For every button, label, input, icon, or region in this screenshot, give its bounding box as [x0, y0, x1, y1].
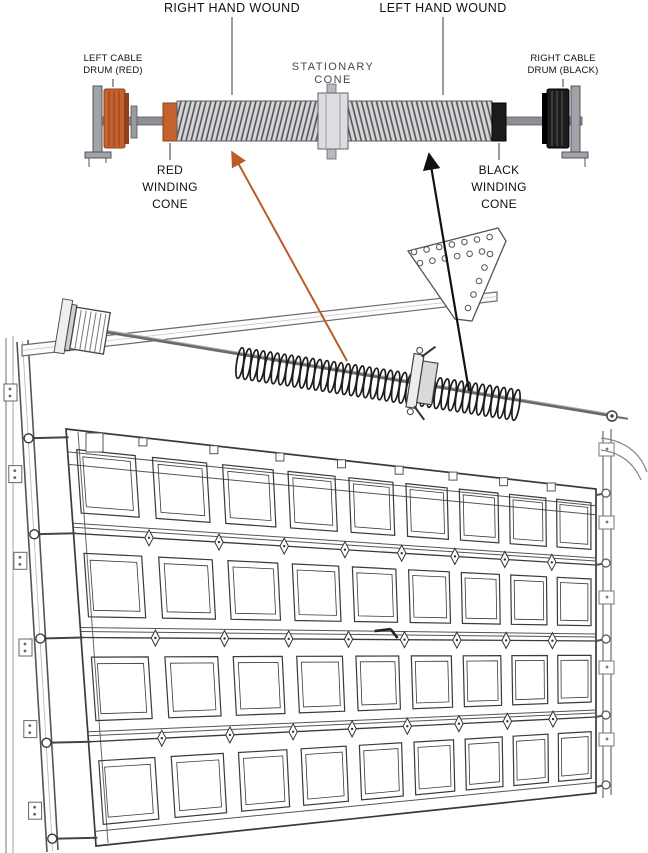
- right-spring-left-hand-wound: [347, 100, 493, 142]
- label-line: CONE: [481, 197, 517, 211]
- black-arrow: [422, 152, 471, 392]
- label-line: CONE: [152, 197, 188, 211]
- left-bearing-plate: [84, 85, 112, 167]
- red-arrow: [231, 150, 348, 362]
- label-stationary-cone: STATIONARY CONE: [283, 61, 383, 86]
- left-spring-right-hand-wound: [176, 100, 319, 142]
- black-winding-cone-part: [491, 102, 507, 142]
- label-line: BLACK: [478, 163, 520, 177]
- label-left-cable-drum: LEFT CABLE DRUM (RED): [68, 53, 158, 77]
- garage-door-illustration: [3, 150, 648, 853]
- label-line: LEFT CABLE: [83, 53, 143, 64]
- red-cable-drum-part: [103, 88, 129, 149]
- label-line: DRUM (BLACK): [527, 65, 599, 76]
- label-line: STATIONARY: [291, 61, 375, 73]
- stationary-cone-part: [317, 83, 349, 160]
- label-right-cable-drum: RIGHT CABLE DRUM (BLACK): [518, 53, 608, 77]
- torsion-assembly-diagram: [84, 83, 589, 167]
- door-cable-drum: [53, 298, 111, 355]
- red-winding-cone-part: [162, 102, 178, 142]
- label-red-winding-cone: RED WINDING CONE: [126, 162, 214, 213]
- black-cable-drum-part: [542, 88, 570, 149]
- label-line: RED: [156, 163, 184, 177]
- label-line: DRUM (RED): [83, 65, 143, 76]
- label-line: WINDING: [142, 180, 198, 194]
- label-line: CONE: [314, 73, 352, 86]
- label-black-winding-cone: BLACK WINDING CONE: [455, 162, 543, 213]
- shaft-bearing: [130, 105, 138, 139]
- label-line: RIGHT CABLE: [530, 53, 596, 64]
- label-right-hand-wound: RIGHT HAND WOUND: [163, 1, 301, 15]
- spring-bracket: [405, 345, 439, 421]
- label-left-hand-wound: LEFT HAND WOUND: [379, 1, 507, 15]
- label-line: WINDING: [471, 180, 527, 194]
- leader-lines: [112, 17, 564, 160]
- right-bearing-plate: [561, 85, 589, 167]
